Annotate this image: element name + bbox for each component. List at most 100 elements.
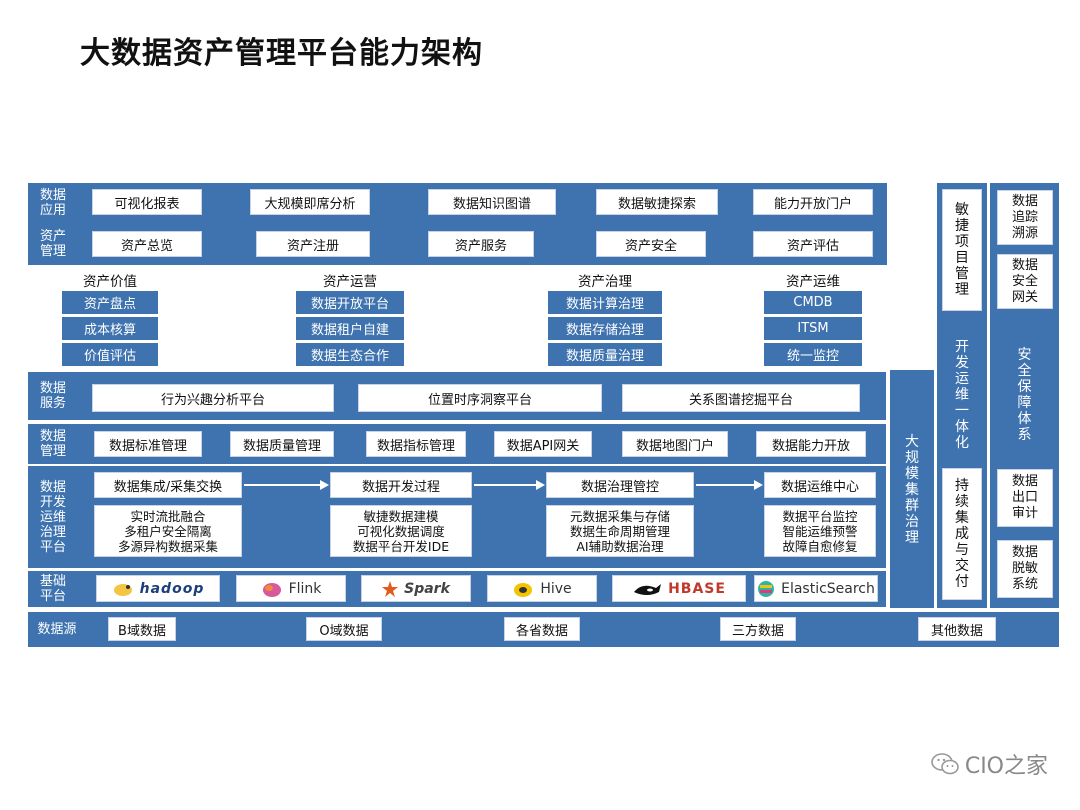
dev-detail-line: 多租户安全隔离 <box>124 523 212 539</box>
hbase-orca-icon <box>634 583 662 595</box>
base-logo-5: ElasticSearch <box>754 575 878 602</box>
source-item-3[interactable]: 三方数据 <box>720 617 796 641</box>
asset-group-head-3: 资产运维 <box>786 274 840 290</box>
base-logo-text: Spark <box>404 580 450 597</box>
service-item-0[interactable]: 行为兴趣分析平台 <box>92 384 334 412</box>
asset-group-head-0: 资产价值 <box>83 274 137 290</box>
source-item-2[interactable]: 各省数据 <box>504 617 580 641</box>
dev-detail-line: 数据平台开发IDE <box>352 538 450 554</box>
manage-item-0[interactable]: 数据标准管理 <box>94 431 202 457</box>
asset-item-4[interactable]: 资产评估 <box>753 231 873 257</box>
source-item-1[interactable]: O域数据 <box>306 617 382 641</box>
security-panel <box>990 183 1059 608</box>
asset-group-item-2-2[interactable]: 数据质量治理 <box>548 343 662 366</box>
manage-item-3[interactable]: 数据API网关 <box>494 431 592 457</box>
service-item-2[interactable]: 关系图谱挖掘平台 <box>622 384 860 412</box>
dev-detail-3: 数据平台监控智能运维预警故障自愈修复 <box>764 505 876 557</box>
base-logo-1: Flink <box>236 575 346 602</box>
asset-group-item-2-0[interactable]: 数据计算治理 <box>548 291 662 314</box>
base-logo-text: ElasticSearch <box>781 580 875 597</box>
spark-star-icon <box>382 580 399 597</box>
asset-group-head-2: 资产治理 <box>578 274 632 290</box>
hive-bee-icon <box>514 582 533 597</box>
base-logo-text: Flink <box>288 580 322 597</box>
devops-label: 开发运维一体化 <box>955 339 969 451</box>
hadoop-elephant-icon <box>113 583 132 596</box>
page-title: 大数据资产管理平台能力架构 <box>80 36 483 71</box>
base-logo-4: HBASE <box>612 575 746 602</box>
asset-group-item-3-2[interactable]: 统一监控 <box>764 343 862 366</box>
asset-group-item-1-2[interactable]: 数据生态合作 <box>296 343 404 366</box>
manage-item-1[interactable]: 数据质量管理 <box>230 431 334 457</box>
row-label-asset: 资产管理 <box>39 229 66 259</box>
asset-item-3[interactable]: 资产安全 <box>596 231 706 257</box>
app-item-0[interactable]: 可视化报表 <box>92 189 202 215</box>
dev-detail-line: 可视化数据调度 <box>357 523 445 539</box>
dev-detail-line: 数据平台监控 <box>782 508 858 524</box>
base-logo-0: hadoop <box>96 575 220 602</box>
dev-detail-line: 数据生命周期管理 <box>569 523 670 539</box>
dev-flow-0[interactable]: 数据集成/采集交换 <box>94 472 242 498</box>
manage-item-4[interactable]: 数据地图门户 <box>622 431 728 457</box>
app-item-2[interactable]: 数据知识图谱 <box>428 189 556 215</box>
sec-bottom-1[interactable]: 数据脱敏系统 <box>997 540 1053 598</box>
asset-group-item-3-0[interactable]: CMDB <box>764 291 862 314</box>
elasticsearch-icon <box>758 580 775 597</box>
row-label-service: 数据服务 <box>39 381 66 411</box>
dev-detail-line: 故障自愈修复 <box>782 538 858 554</box>
dev-flow-3[interactable]: 数据运维中心 <box>764 472 876 498</box>
manage-item-5[interactable]: 数据能力开放 <box>756 431 866 457</box>
watermark: CIO之家 <box>931 748 1048 780</box>
dev-detail-line: AI辅助数据治理 <box>576 538 664 554</box>
watermark-text: CIO之家 <box>964 754 1048 779</box>
manage-item-2[interactable]: 数据指标管理 <box>366 431 466 457</box>
flow-arrow-icon <box>696 480 763 490</box>
cluster-label: 大规模集群治理 <box>905 434 919 546</box>
asset-item-1[interactable]: 资产注册 <box>256 231 370 257</box>
asset-group-item-0-0[interactable]: 资产盘点 <box>62 291 158 314</box>
sec-top-0[interactable]: 数据追踪溯源 <box>997 190 1053 245</box>
base-logo-text: Hive <box>540 580 572 597</box>
app-item-1[interactable]: 大规模即席分析 <box>250 189 370 215</box>
asset-group-item-1-0[interactable]: 数据开放平台 <box>296 291 404 314</box>
dev-detail-line: 元数据采集与存储 <box>569 508 670 524</box>
asset-item-2[interactable]: 资产服务 <box>428 231 534 257</box>
base-logo-text: HBASE <box>668 580 726 597</box>
dev-detail-0: 实时流批融合多租户安全隔离多源异构数据采集 <box>94 505 242 557</box>
dev-detail-line: 智能运维预警 <box>782 523 858 539</box>
dev-flow-2[interactable]: 数据治理管控 <box>546 472 694 498</box>
source-item-4[interactable]: 其他数据 <box>918 617 996 641</box>
asset-group-head-1: 资产运营 <box>323 274 377 290</box>
dev-detail-1: 敏捷数据建模可视化数据调度数据平台开发IDE <box>330 505 472 557</box>
flow-arrow-icon <box>474 480 545 490</box>
dev-detail-line: 实时流批融合 <box>130 508 206 524</box>
source-item-0[interactable]: B域数据 <box>108 617 176 641</box>
dev-flow-1[interactable]: 数据开发过程 <box>330 472 472 498</box>
base-logo-text: hadoop <box>139 580 205 597</box>
asset-group-item-0-2[interactable]: 价值评估 <box>62 343 158 366</box>
dev-detail-line: 敏捷数据建模 <box>363 508 439 524</box>
row-label-dev: 数据开发运维治理平台 <box>39 479 66 555</box>
sec-bottom-0[interactable]: 数据出口审计 <box>997 469 1053 527</box>
agile-label: 敏捷项目管理 <box>955 202 969 298</box>
security-label: 安全保障体系 <box>1017 347 1032 443</box>
row-label-manage: 数据管理 <box>39 429 66 459</box>
app-item-4[interactable]: 能力开放门户 <box>753 189 873 215</box>
row-label-source: 数据源 <box>37 622 77 637</box>
flow-arrow-icon <box>244 480 329 490</box>
asset-group-item-1-1[interactable]: 数据租户自建 <box>296 317 404 340</box>
base-logo-2: Spark <box>361 575 471 602</box>
dev-detail-line: 多源异构数据采集 <box>117 538 218 554</box>
asset-group-item-0-1[interactable]: 成本核算 <box>62 317 158 340</box>
row-label-base: 基础平台 <box>39 574 66 604</box>
asset-item-0[interactable]: 资产总览 <box>92 231 202 257</box>
service-item-1[interactable]: 位置时序洞察平台 <box>358 384 602 412</box>
asset-group-item-2-1[interactable]: 数据存储治理 <box>548 317 662 340</box>
cluster-panel <box>890 370 934 608</box>
base-logo-3: Hive <box>487 575 597 602</box>
sec-top-1[interactable]: 数据安全网关 <box>997 254 1053 309</box>
asset-group-item-3-1[interactable]: ITSM <box>764 317 862 340</box>
app-item-3[interactable]: 数据敏捷探索 <box>596 189 718 215</box>
row-label-app: 数据应用 <box>39 188 66 218</box>
